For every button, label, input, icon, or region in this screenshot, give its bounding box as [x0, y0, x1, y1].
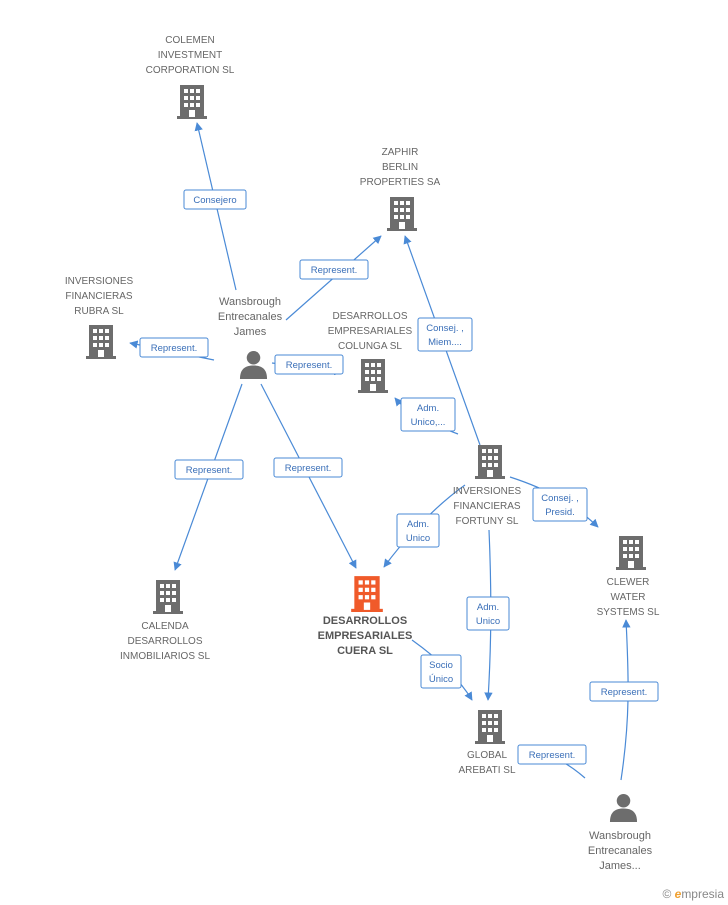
node-label-line-3: CUERA SL — [337, 645, 393, 657]
edge-label-text-1: Consej. , — [426, 323, 464, 334]
copyright-symbol: © — [662, 887, 672, 901]
edge-label-represent-cuera[interactable]: Represent. — [273, 457, 343, 478]
edge-label-text-1: Adm. — [407, 519, 429, 530]
building-icon — [358, 359, 388, 393]
edge-label-text: Represent. — [529, 750, 575, 761]
person-icon — [239, 350, 268, 379]
edge-label-text: Consejero — [193, 195, 236, 206]
edge-label-text: Represent. — [186, 465, 232, 476]
node-label-line-1: INVERSIONES — [453, 486, 522, 497]
edge-label-text: Represent. — [601, 687, 647, 698]
edges — [129, 122, 631, 781]
node-label-line-1: CLEWER — [607, 577, 650, 588]
edge-label-consej-presid[interactable]: Consej. , Presid. — [532, 487, 588, 522]
edge-label-text-1: Adm. — [417, 403, 439, 414]
edge-label-adm-unico-arebati[interactable]: Adm. Unico — [466, 596, 510, 631]
edge-label-adm-unico-cuera[interactable]: Adm. Unico — [396, 513, 440, 548]
edge-label-text: Represent. — [311, 265, 357, 276]
edge-label-text-2: Único — [429, 674, 453, 685]
node-label-line-2: EMPRESARIALES — [328, 326, 413, 337]
edge-label-text-2: Presid. — [545, 507, 575, 518]
node-clewer[interactable]: CLEWER WATER SYSTEMS SL — [597, 536, 660, 618]
node-label-line-2: INVESTMENT — [158, 50, 222, 61]
node-zaphir[interactable]: ZAPHIR BERLIN PROPERTIES SA — [360, 147, 441, 231]
edge-label-consej-miem[interactable]: Consej. , Miem.... — [417, 317, 473, 352]
building-icon — [616, 536, 646, 570]
node-label-line-2: BERLIN — [382, 162, 418, 173]
node-label-line-1: CALENDA — [141, 621, 189, 632]
person-label-line-3: James... — [599, 860, 641, 872]
edge-label-text-2: Unico — [406, 533, 430, 544]
person-label-line-2: Entrecanales — [588, 845, 653, 857]
node-label-line-1: DESARROLLOS — [323, 615, 407, 627]
empresia-logo: © empresia — [662, 887, 724, 901]
edge-labels: Consejero Represent. Represent. Represen… — [139, 189, 659, 765]
person-icon — [609, 793, 638, 822]
node-colemen[interactable]: COLEMEN INVESTMENT CORPORATION SL — [146, 35, 235, 119]
node-label-line-2: AREBATI SL — [458, 765, 515, 776]
edge-label-consejero[interactable]: Consejero — [183, 189, 247, 210]
brand-e: e — [674, 887, 682, 901]
node-label-line-3: INMOBILIARIOS SL — [120, 651, 210, 662]
edge-label-represent-colunga[interactable]: Represent. — [274, 354, 344, 375]
person-label-line-1: Wansbrough — [219, 296, 281, 308]
nodes: COLEMEN INVESTMENT CORPORATION SL ZAPHIR… — [65, 35, 660, 872]
node-label-line-1: ZAPHIR — [382, 147, 419, 158]
node-person-james[interactable]: Wansbrough Entrecanales James — [218, 296, 283, 379]
node-label-line-3: SYSTEMS SL — [597, 607, 660, 618]
edge-label-text-2: Miem.... — [428, 337, 462, 348]
edge-label-represent-rubra[interactable]: Represent. — [139, 337, 209, 358]
edge-label-text-1: Adm. — [477, 602, 499, 613]
node-colunga[interactable]: DESARROLLOS EMPRESARIALES COLUNGA SL — [328, 311, 413, 393]
edge-label-represent-clewer[interactable]: Represent. — [589, 681, 659, 702]
edge-label-represent-calenda[interactable]: Represent. — [174, 459, 244, 480]
node-label-line-1: GLOBAL — [467, 750, 507, 761]
person-label-line-3: James — [234, 326, 267, 338]
edge-label-text: Represent. — [285, 463, 331, 474]
node-label-line-3: CORPORATION SL — [146, 65, 235, 76]
node-label-line-1: INVERSIONES — [65, 276, 134, 287]
edge-label-text-2: Unico,... — [411, 417, 446, 428]
node-label-line-3: RUBRA SL — [74, 306, 124, 317]
building-icon — [351, 576, 383, 612]
node-fortuny[interactable]: INVERSIONES FINANCIERAS FORTUNY SL — [453, 445, 522, 527]
person-label-line-2: Entrecanales — [218, 311, 283, 323]
building-icon — [153, 580, 183, 614]
edge-label-adm-unico-colunga[interactable]: Adm. Unico,... — [400, 397, 456, 432]
edge-label-text-1: Socio — [429, 660, 453, 671]
node-rubra[interactable]: INVERSIONES FINANCIERAS RUBRA SL — [65, 276, 134, 359]
node-arebati[interactable]: GLOBAL AREBATI SL — [458, 710, 516, 776]
edge-label-text-2: Unico — [476, 616, 500, 627]
node-label-line-1: DESARROLLOS — [332, 311, 407, 322]
person-label-line-1: Wansbrough — [589, 830, 651, 842]
building-icon — [86, 325, 116, 359]
building-icon — [475, 445, 505, 479]
node-calenda[interactable]: CALENDA DESARROLLOS INMOBILIARIOS SL — [120, 580, 210, 662]
edge-label-text: Represent. — [286, 360, 332, 371]
node-person-james-2[interactable]: Wansbrough Entrecanales James... — [588, 793, 653, 872]
node-label-line-2: FINANCIERAS — [65, 291, 133, 302]
node-label-line-3: COLUNGA SL — [338, 341, 402, 352]
node-cuera-main[interactable]: DESARROLLOS EMPRESARIALES CUERA SL — [318, 576, 413, 657]
node-label-line-3: PROPERTIES SA — [360, 177, 441, 188]
node-label-line-2: FINANCIERAS — [453, 501, 521, 512]
node-label-line-1: COLEMEN — [165, 35, 214, 46]
brand-name: mpresia — [681, 887, 724, 901]
edge-label-text: Represent. — [151, 343, 197, 354]
edge-label-represent-arebati[interactable]: Represent. — [517, 744, 587, 765]
node-label-line-2: DESARROLLOS — [127, 636, 202, 647]
node-label-line-2: WATER — [611, 592, 646, 603]
building-icon — [177, 85, 207, 119]
edge-label-text-1: Consej. , — [541, 493, 579, 504]
building-icon — [475, 710, 505, 744]
node-label-line-2: EMPRESARIALES — [318, 630, 413, 642]
node-label-line-3: FORTUNY SL — [456, 516, 519, 527]
edge-label-represent-zaphir[interactable]: Represent. — [299, 259, 369, 280]
edge-label-socio-unico[interactable]: Socio Único — [420, 654, 462, 689]
building-icon — [387, 197, 417, 231]
